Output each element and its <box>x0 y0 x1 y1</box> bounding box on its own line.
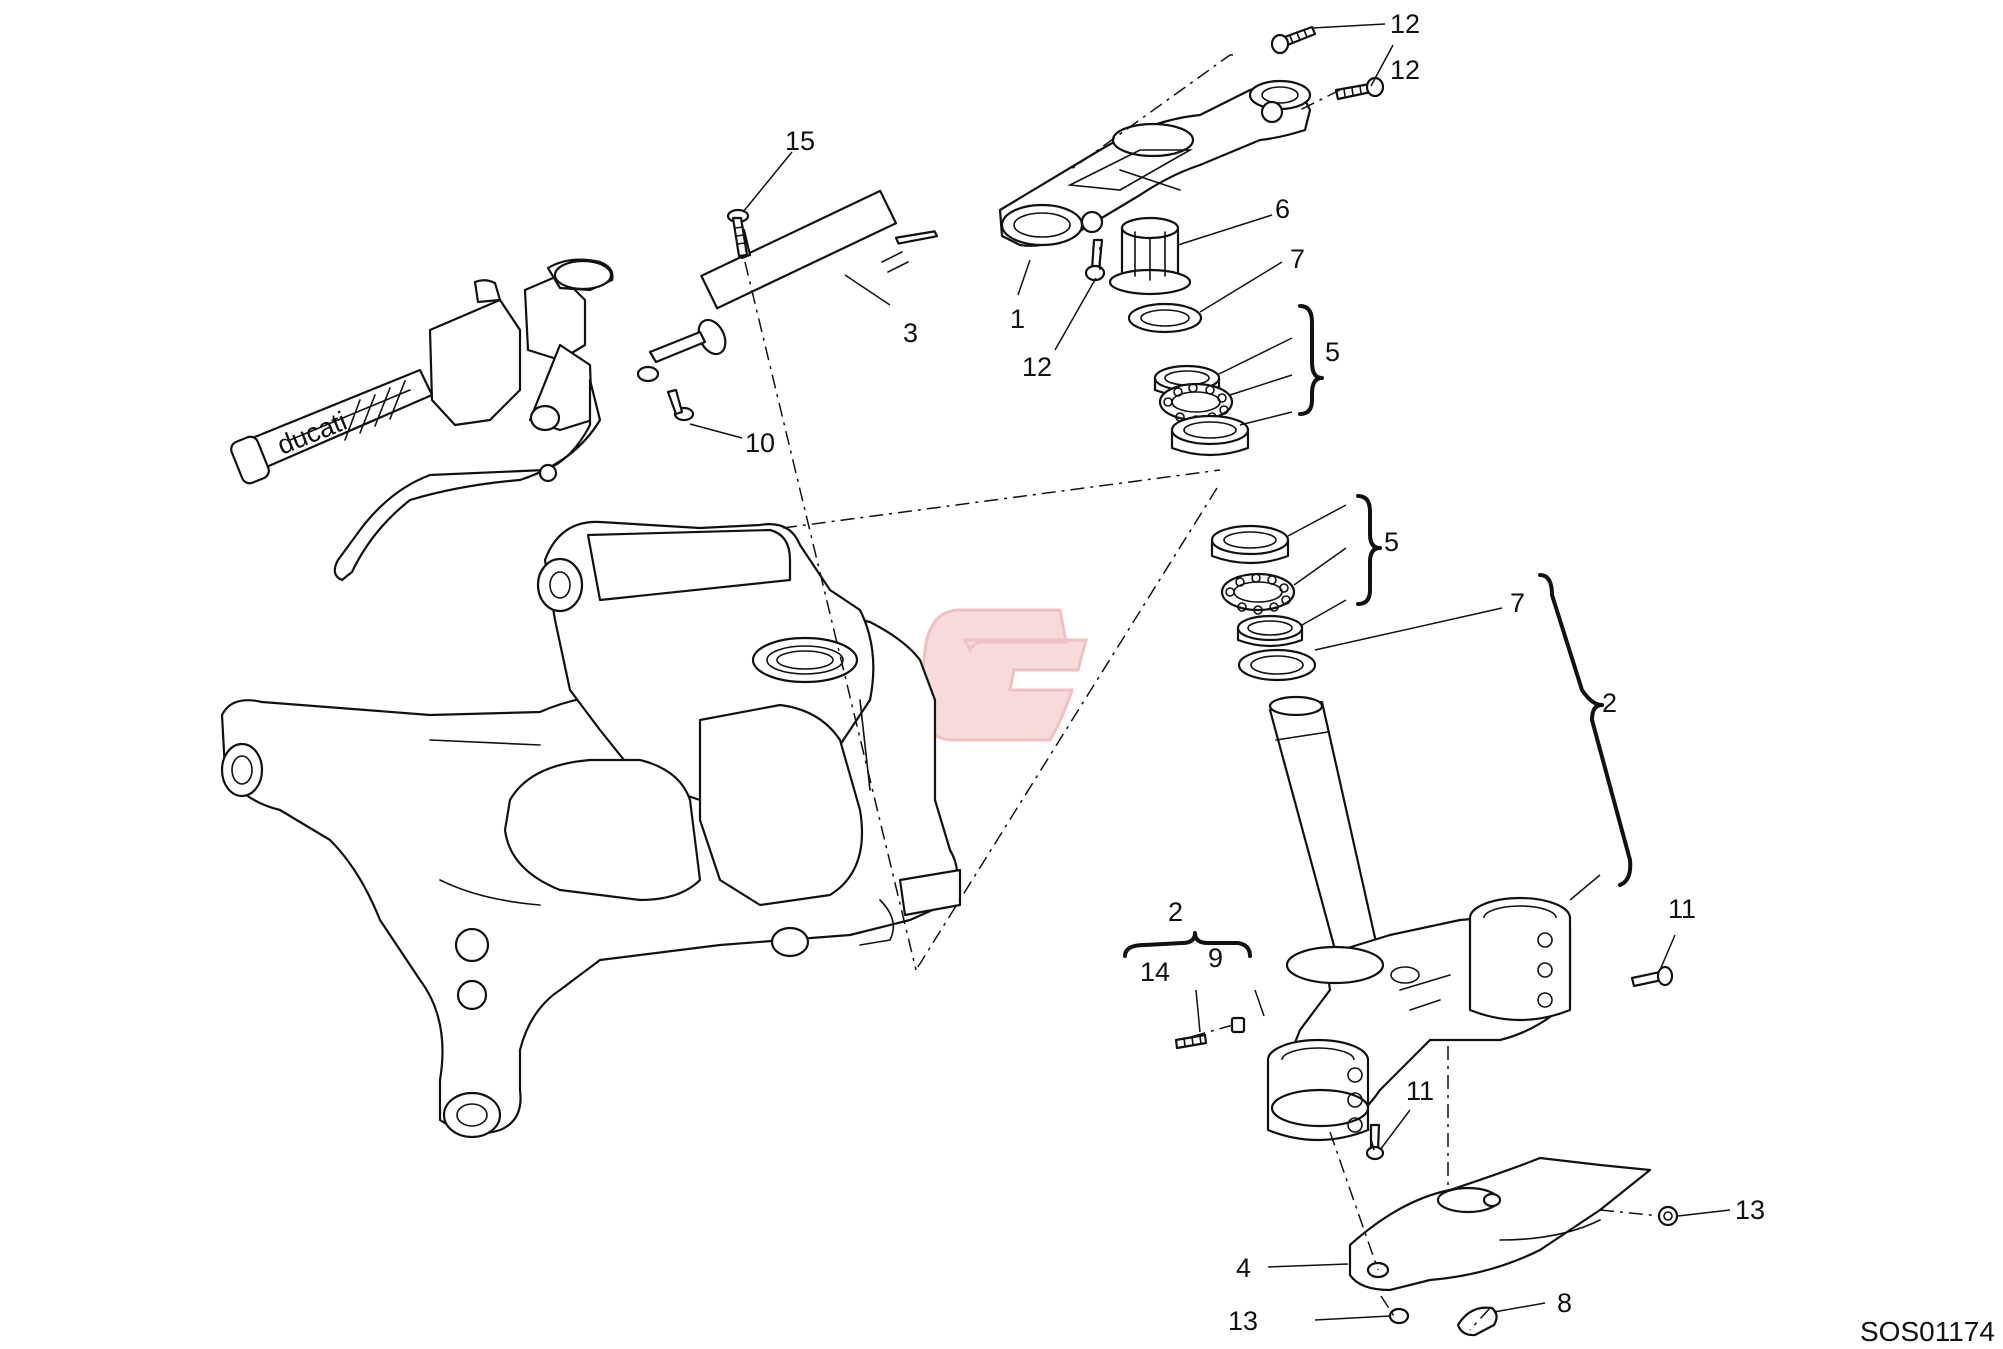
brace-2-small <box>1123 931 1252 958</box>
steering-nut <box>1108 216 1192 296</box>
bearing-race-lower-a <box>1210 524 1290 565</box>
bearing-race-lower-b <box>1236 614 1304 648</box>
watermark-logo: G <box>918 608 1088 742</box>
callout-11-mid: 11 <box>1406 1076 1434 1106</box>
drawing-code: SOS01174 <box>1860 1316 1995 1347</box>
callout-7-lower: 7 <box>1510 588 1525 618</box>
callout-2-small: 2 <box>1168 897 1183 927</box>
callout-3: 3 <box>903 318 918 348</box>
screw-13-bottom <box>1388 1307 1410 1325</box>
brace-5-lower <box>1356 494 1382 606</box>
callout-12-top: 12 <box>1390 9 1420 39</box>
callout-9: 9 <box>1208 943 1223 973</box>
callout-5-upper: 5 <box>1325 337 1340 367</box>
dust-seal-upper <box>1127 302 1203 334</box>
frame-part <box>220 520 962 1139</box>
callout-7-upper: 7 <box>1290 244 1305 274</box>
dust-seal-lower <box>1237 648 1317 682</box>
bush-9 <box>1230 1016 1246 1034</box>
callouts: 12 12 12 1 6 7 5 5 7 2 15 3 10 11 11 2 1… <box>745 9 1765 1336</box>
callout-13-right: 13 <box>1735 1195 1765 1225</box>
callout-10: 10 <box>745 428 775 458</box>
brace-2-large <box>1538 573 1633 887</box>
steering-damper <box>636 189 939 383</box>
screw-11-right <box>1630 965 1674 988</box>
callout-12-left: 12 <box>1022 352 1052 382</box>
pin-14 <box>1174 1033 1208 1050</box>
cap-8 <box>1456 1306 1498 1337</box>
screw-13-right <box>1657 1205 1679 1227</box>
callout-8: 8 <box>1557 1288 1572 1318</box>
bearing-race-upper-b <box>1170 414 1250 457</box>
brace-5-upper <box>1298 304 1324 416</box>
callout-6: 6 <box>1275 194 1290 224</box>
callout-1: 1 <box>1010 304 1025 334</box>
screw-15 <box>726 208 750 258</box>
upper-triple-clamp <box>998 79 1312 247</box>
lower-triple-clamp <box>1266 896 1572 1142</box>
braces <box>1123 304 1633 958</box>
handlebar-assembly: ducati <box>230 258 614 582</box>
screw-12-right <box>1334 76 1385 101</box>
callout-5-lower: 5 <box>1384 527 1399 557</box>
assembly-axis-lines <box>744 54 1661 1331</box>
screw-12-top <box>1270 25 1317 55</box>
callout-14: 14 <box>1140 957 1170 987</box>
callout-4: 4 <box>1236 1253 1251 1283</box>
bearing-balls-lower <box>1220 572 1296 615</box>
screw-12-left <box>1084 238 1106 282</box>
callout-15: 15 <box>785 126 815 156</box>
steering-stem <box>1268 695 1382 970</box>
steering-cover <box>1348 1156 1652 1292</box>
callout-11-right: 11 <box>1668 894 1696 924</box>
screw-10 <box>666 388 695 422</box>
callout-2-brace: 2 <box>1602 688 1617 718</box>
leader-lines <box>689 23 1731 1321</box>
callout-12-right: 12 <box>1390 55 1420 85</box>
callout-13-bottom: 13 <box>1228 1306 1258 1336</box>
screw-11-mid <box>1365 1123 1385 1161</box>
